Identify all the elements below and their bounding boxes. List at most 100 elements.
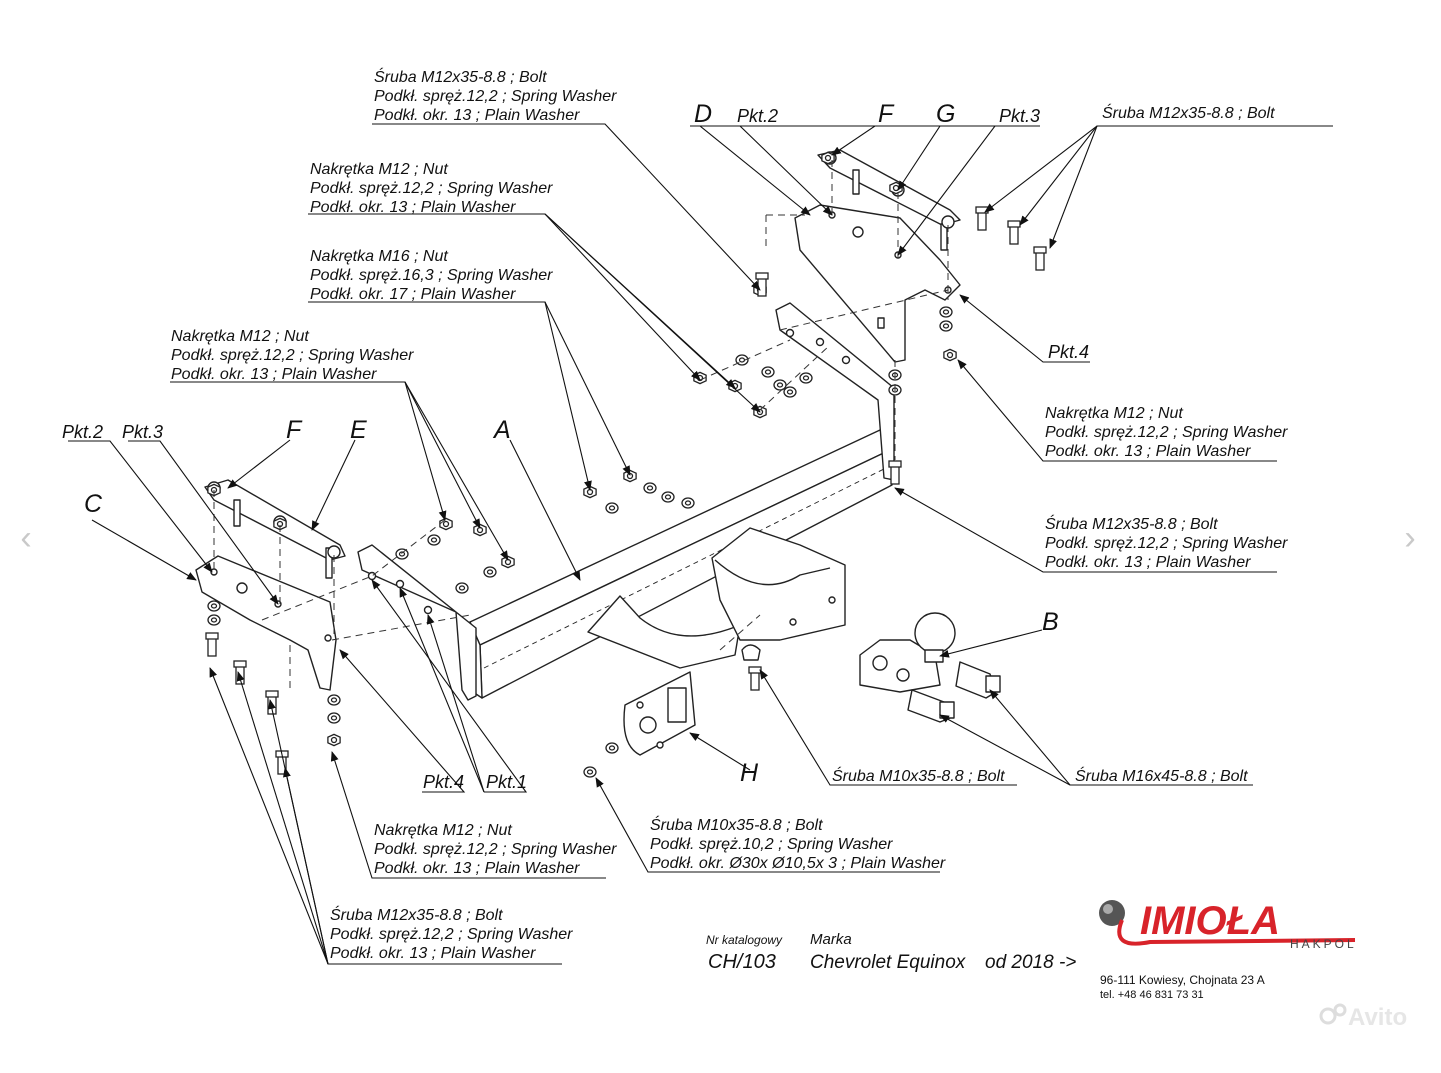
bolt-head	[205, 632, 219, 640]
nut-hole	[946, 351, 954, 359]
brand-model-value: Chevrolet Equinox	[810, 952, 967, 973]
tow-ball-b	[859, 612, 956, 693]
letter-d: D	[694, 100, 712, 128]
left-side-plate	[357, 544, 477, 701]
callout-c10: Śruba M10x35-8.8 ; Bolt Podkł. spręż.10,…	[650, 815, 946, 872]
brand-phone: tel. +48 46 831 73 31	[1100, 989, 1204, 1001]
letter-f-left: F	[286, 416, 303, 444]
washer-hole	[210, 603, 218, 609]
washer-hole	[942, 309, 950, 315]
letter-c: C	[84, 490, 103, 518]
catalog-info: Nr katalogowy CH/103 Marka Chevrolet Equ…	[706, 931, 1076, 973]
bolt-icon	[890, 465, 900, 485]
callout-c1-line-2: Podkł. spręż.12,2 ; Spring Washer	[374, 88, 617, 105]
washer-hole	[608, 745, 616, 751]
callout-c10-line-1: Śruba M10x35-8.8 ; Bolt	[650, 815, 823, 834]
nut-hole	[504, 558, 512, 566]
washer-hole	[430, 537, 438, 543]
bolt-head	[233, 660, 247, 668]
callout-c11-line-3: Podkł. okr. 13 ; Plain Washer	[374, 860, 580, 877]
callout-c4: Nakrętka M12 ; Nut Podkł. spręż.12,2 ; S…	[171, 328, 414, 383]
washer-hole	[942, 323, 950, 329]
nut-hole	[586, 488, 594, 496]
letter-b: B	[1042, 608, 1059, 636]
callout-c2-line-2: Podkł. spręż.12,2 ; Spring Washer	[310, 180, 553, 197]
callout-c8-line-1: Śruba M10x35-8.8 ; Bolt	[832, 766, 1005, 785]
callout-c1-line-1: Śruba M12x35-8.8 ; Bolt	[374, 67, 547, 86]
washer-hole	[764, 369, 772, 375]
callout-c2-line-3: Podkł. okr. 13 ; Plain Washer	[310, 199, 516, 216]
pkt4-right: Pkt.4	[1048, 342, 1089, 362]
callout-c9-line-1: Śruba M16x45-8.8 ; Bolt	[1075, 766, 1248, 785]
letter-e: E	[350, 416, 367, 444]
washer-hole	[738, 357, 746, 363]
brand-name: IMIOŁA	[1140, 899, 1280, 943]
next-image-button[interactable]: ›	[1404, 519, 1416, 557]
callout-c10-line-3: Podkł. okr. Ø30x Ø10,5x 3 ; Plain Washer	[650, 855, 946, 872]
callout-c4-line-3: Podkł. okr. 13 ; Plain Washer	[171, 366, 377, 383]
avito-dots-icon	[1319, 1007, 1337, 1025]
pkt4-left: Pkt.4	[423, 772, 464, 792]
nut-hole	[330, 736, 338, 744]
callout-c11-line-2: Podkł. spręż.12,2 ; Spring Washer	[374, 841, 617, 858]
callout-c7-line-2: Podkł. spręż.12,2 ; Spring Washer	[1045, 535, 1288, 552]
bolt-head	[975, 206, 989, 214]
callout-labels: Śruba M12x35-8.8 ; Bolt Podkł. spręż.12,…	[171, 67, 1288, 962]
bolt-head	[265, 690, 279, 698]
callout-c3: Nakrętka M16 ; Nut Podkł. spręż.16,3 ; S…	[310, 248, 553, 303]
callout-c12: Śruba M12x35-8.8 ; Bolt Podkł. spręż.12,…	[330, 905, 573, 962]
callout-c12-line-1: Śruba M12x35-8.8 ; Bolt	[330, 905, 503, 924]
part-letters: D F G F E A C B H	[84, 100, 1059, 787]
washer-hole	[330, 697, 338, 703]
bolt-icon	[757, 277, 767, 297]
nut-hole	[442, 520, 450, 528]
callout-c6: Nakrętka M12 ; Nut Podkł. spręż.12,2 ; S…	[1045, 405, 1288, 460]
callout-c9: Śruba M16x45-8.8 ; Bolt	[1075, 766, 1248, 785]
bolt-head	[748, 666, 762, 674]
socket-plate-h	[623, 671, 696, 756]
parts-drawing	[195, 149, 1001, 756]
callout-c3-line-3: Podkł. okr. 17 ; Plain Washer	[310, 286, 516, 303]
callout-c10-line-2: Podkł. spręż.10,2 ; Spring Washer	[650, 836, 893, 853]
catalog-number-label: Nr katalogowy	[706, 933, 783, 947]
brand-sub: HAKPOL	[1290, 937, 1357, 951]
callout-c12-line-2: Podkł. spręż.12,2 ; Spring Washer	[330, 926, 573, 943]
bolt-head	[1033, 246, 1047, 254]
bolt-head	[1007, 220, 1021, 228]
callout-c3-line-2: Podkł. spręż.16,3 ; Spring Washer	[310, 267, 553, 284]
washer-hole	[802, 375, 810, 381]
callout-c6-line-3: Podkł. okr. 13 ; Plain Washer	[1045, 443, 1251, 460]
bolt-icon	[750, 671, 760, 691]
bolt-icon	[235, 665, 245, 685]
center-bracket	[587, 527, 846, 669]
washer-hole	[210, 617, 218, 623]
callout-c7-line-3: Podkł. okr. 13 ; Plain Washer	[1045, 554, 1251, 571]
right-side-plate	[775, 302, 895, 481]
callout-c5-line-1: Śruba M12x35-8.8 ; Bolt	[1102, 103, 1275, 122]
avito-text: Avito	[1348, 1004, 1407, 1031]
brand-address: 96-111 Kowiesy, Chojnata 23 A	[1100, 973, 1265, 987]
callout-c11: Nakrętka M12 ; Nut Podkł. spręż.12,2 ; S…	[374, 822, 617, 877]
washer-hole	[486, 569, 494, 575]
nut-hole	[476, 526, 484, 534]
washer-hole	[664, 494, 672, 500]
avito-watermark: Avito	[1319, 1003, 1407, 1031]
point-labels: Pkt.2 Pkt.3 Pkt.4 Pkt.2 Pkt.3 Pkt.4 Pkt.…	[62, 106, 1089, 792]
callout-c7-line-1: Śruba M12x35-8.8 ; Bolt	[1045, 514, 1218, 533]
bolt-head	[755, 272, 769, 280]
bolt-icon	[1009, 225, 1019, 245]
callout-c6-line-1: Nakrętka M12 ; Nut	[1045, 405, 1183, 422]
letter-h: H	[740, 759, 759, 787]
prev-image-button[interactable]: ‹	[20, 519, 32, 557]
callout-c1-line-3: Podkł. okr. 13 ; Plain Washer	[374, 107, 580, 124]
callout-c1: Śruba M12x35-8.8 ; Bolt Podkł. spręż.12,…	[374, 67, 617, 124]
callout-c7: Śruba M12x35-8.8 ; Bolt Podkł. spręż.12,…	[1045, 514, 1288, 571]
callout-c5: Śruba M12x35-8.8 ; Bolt	[1102, 103, 1275, 122]
washer-hole	[608, 505, 616, 511]
washer-hole	[646, 485, 654, 491]
letter-g: G	[936, 100, 955, 128]
callout-c8: Śruba M10x35-8.8 ; Bolt	[832, 766, 1005, 785]
callout-c3-line-1: Nakrętka M16 ; Nut	[310, 248, 448, 265]
